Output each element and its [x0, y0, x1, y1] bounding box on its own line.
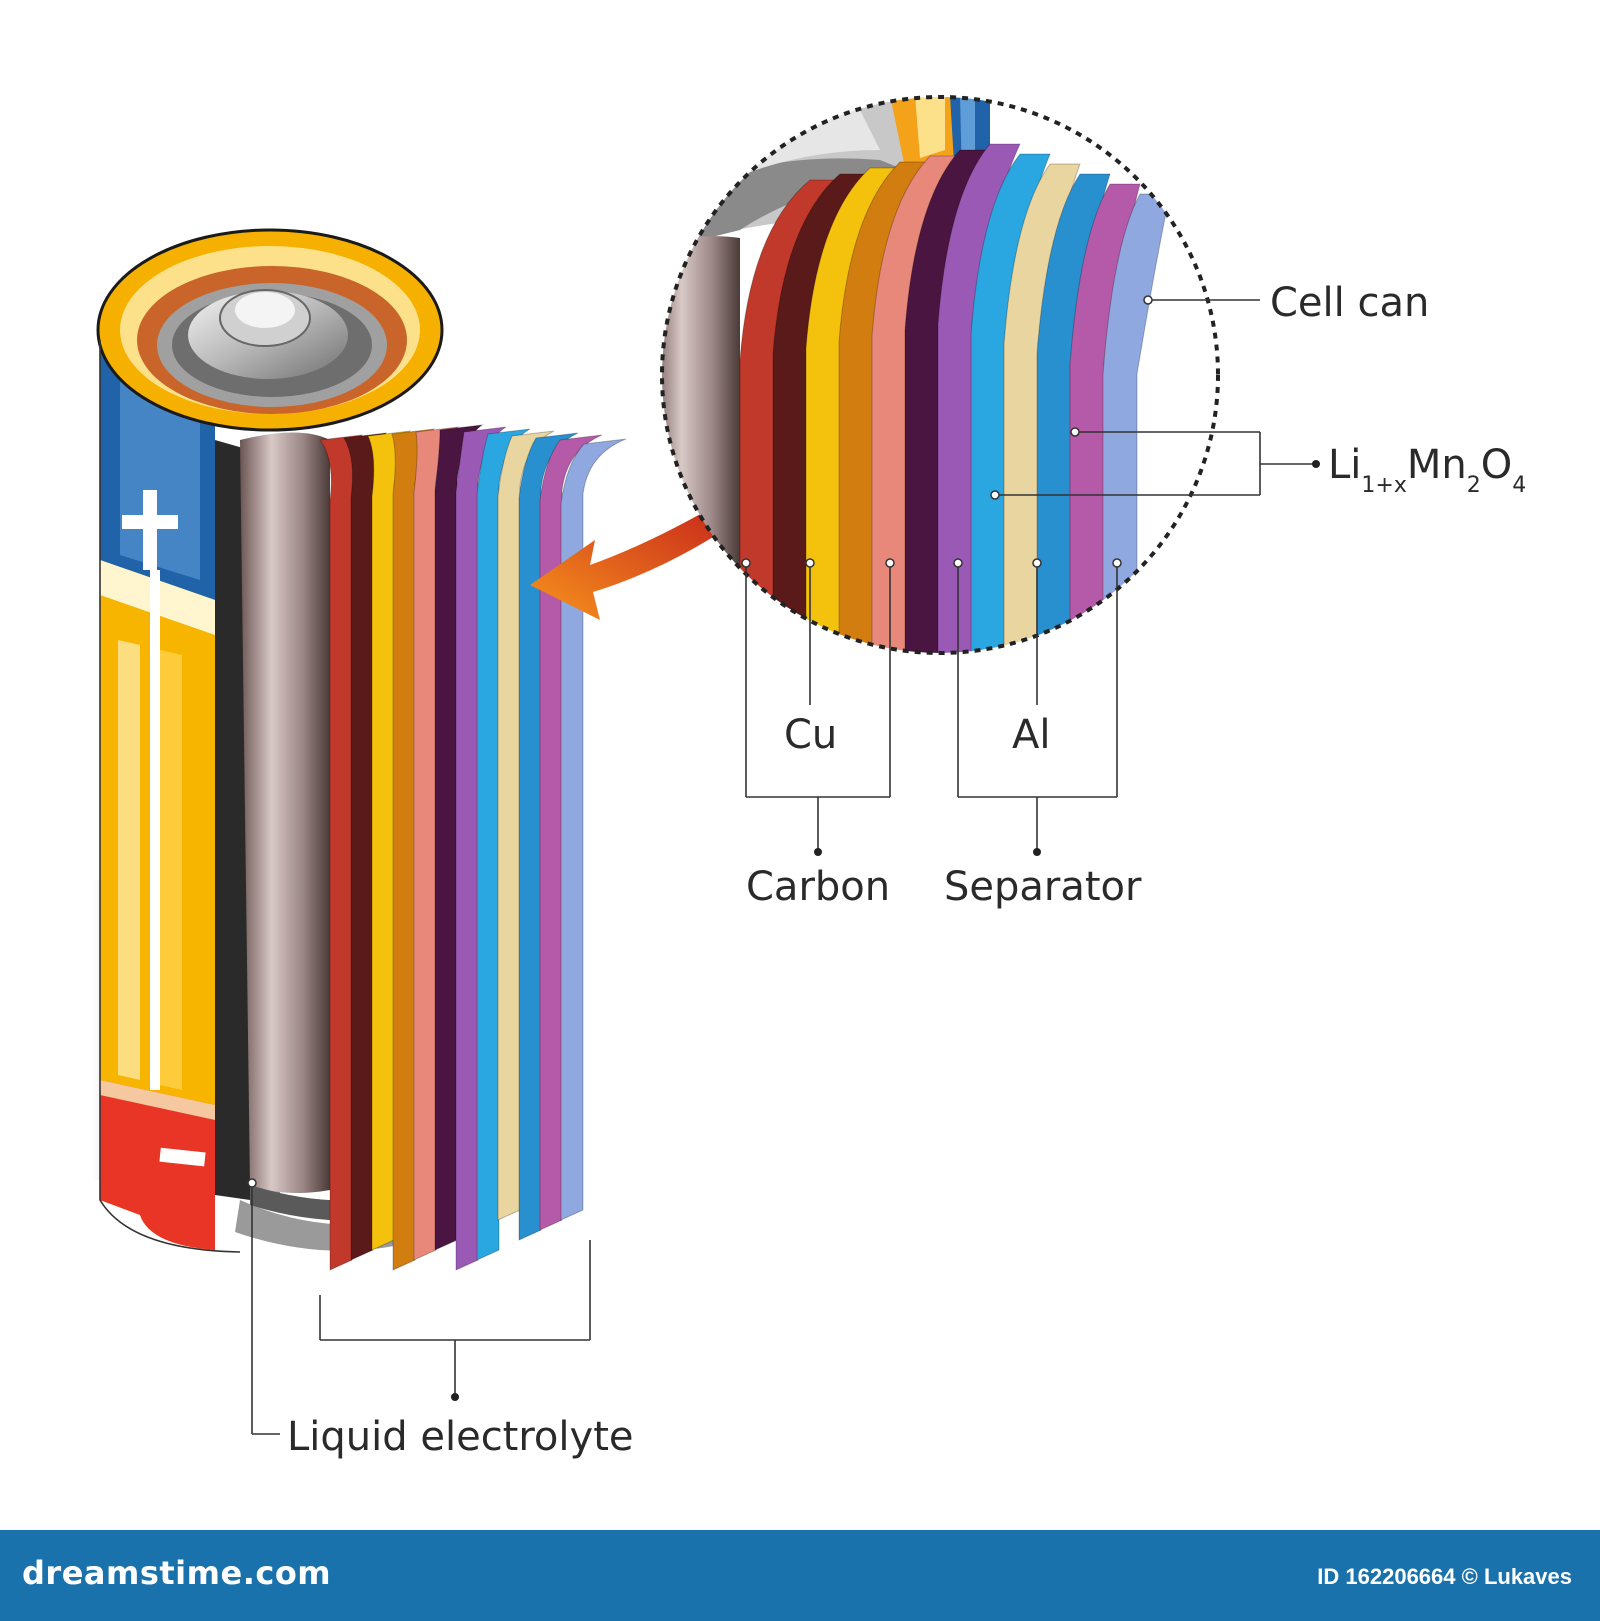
electrode-layers [319, 424, 627, 1271]
callout-lines [247, 295, 1320, 1435]
magnifier-outline [660, 95, 1220, 655]
battery-layer-strip [560, 438, 627, 1221]
label-li-mn-o: Li1+xMn2O4 [1328, 442, 1526, 498]
footer-bar: dreamstime.com ID 162206664 © Lukaves [0, 1530, 1600, 1621]
label-al: Al [1012, 712, 1050, 758]
magnified-view [660, 95, 1220, 655]
battery-illustration [90, 228, 627, 1271]
label-liquid-electrolyte: Liquid electrolyte [287, 1414, 633, 1460]
plus-sign-icon [122, 490, 178, 570]
label-carbon: Carbon [746, 864, 890, 910]
footer-credit: ID 162206664 © Lukaves [1317, 1564, 1572, 1589]
label-cu: Cu [784, 712, 837, 758]
label-cell-can: Cell can [1270, 280, 1429, 326]
footer-site-link[interactable]: dreamstime.com [22, 1554, 332, 1592]
battery-diagram: Cell can Li1+xMn2O4 Cu Al Carbon Separat… [90, 95, 1526, 1460]
minus-sign-icon [159, 1147, 206, 1167]
label-separator: Separator [944, 864, 1142, 910]
zoom-arrow-icon [530, 488, 760, 620]
zoom-electrode-layers [739, 143, 1171, 653]
